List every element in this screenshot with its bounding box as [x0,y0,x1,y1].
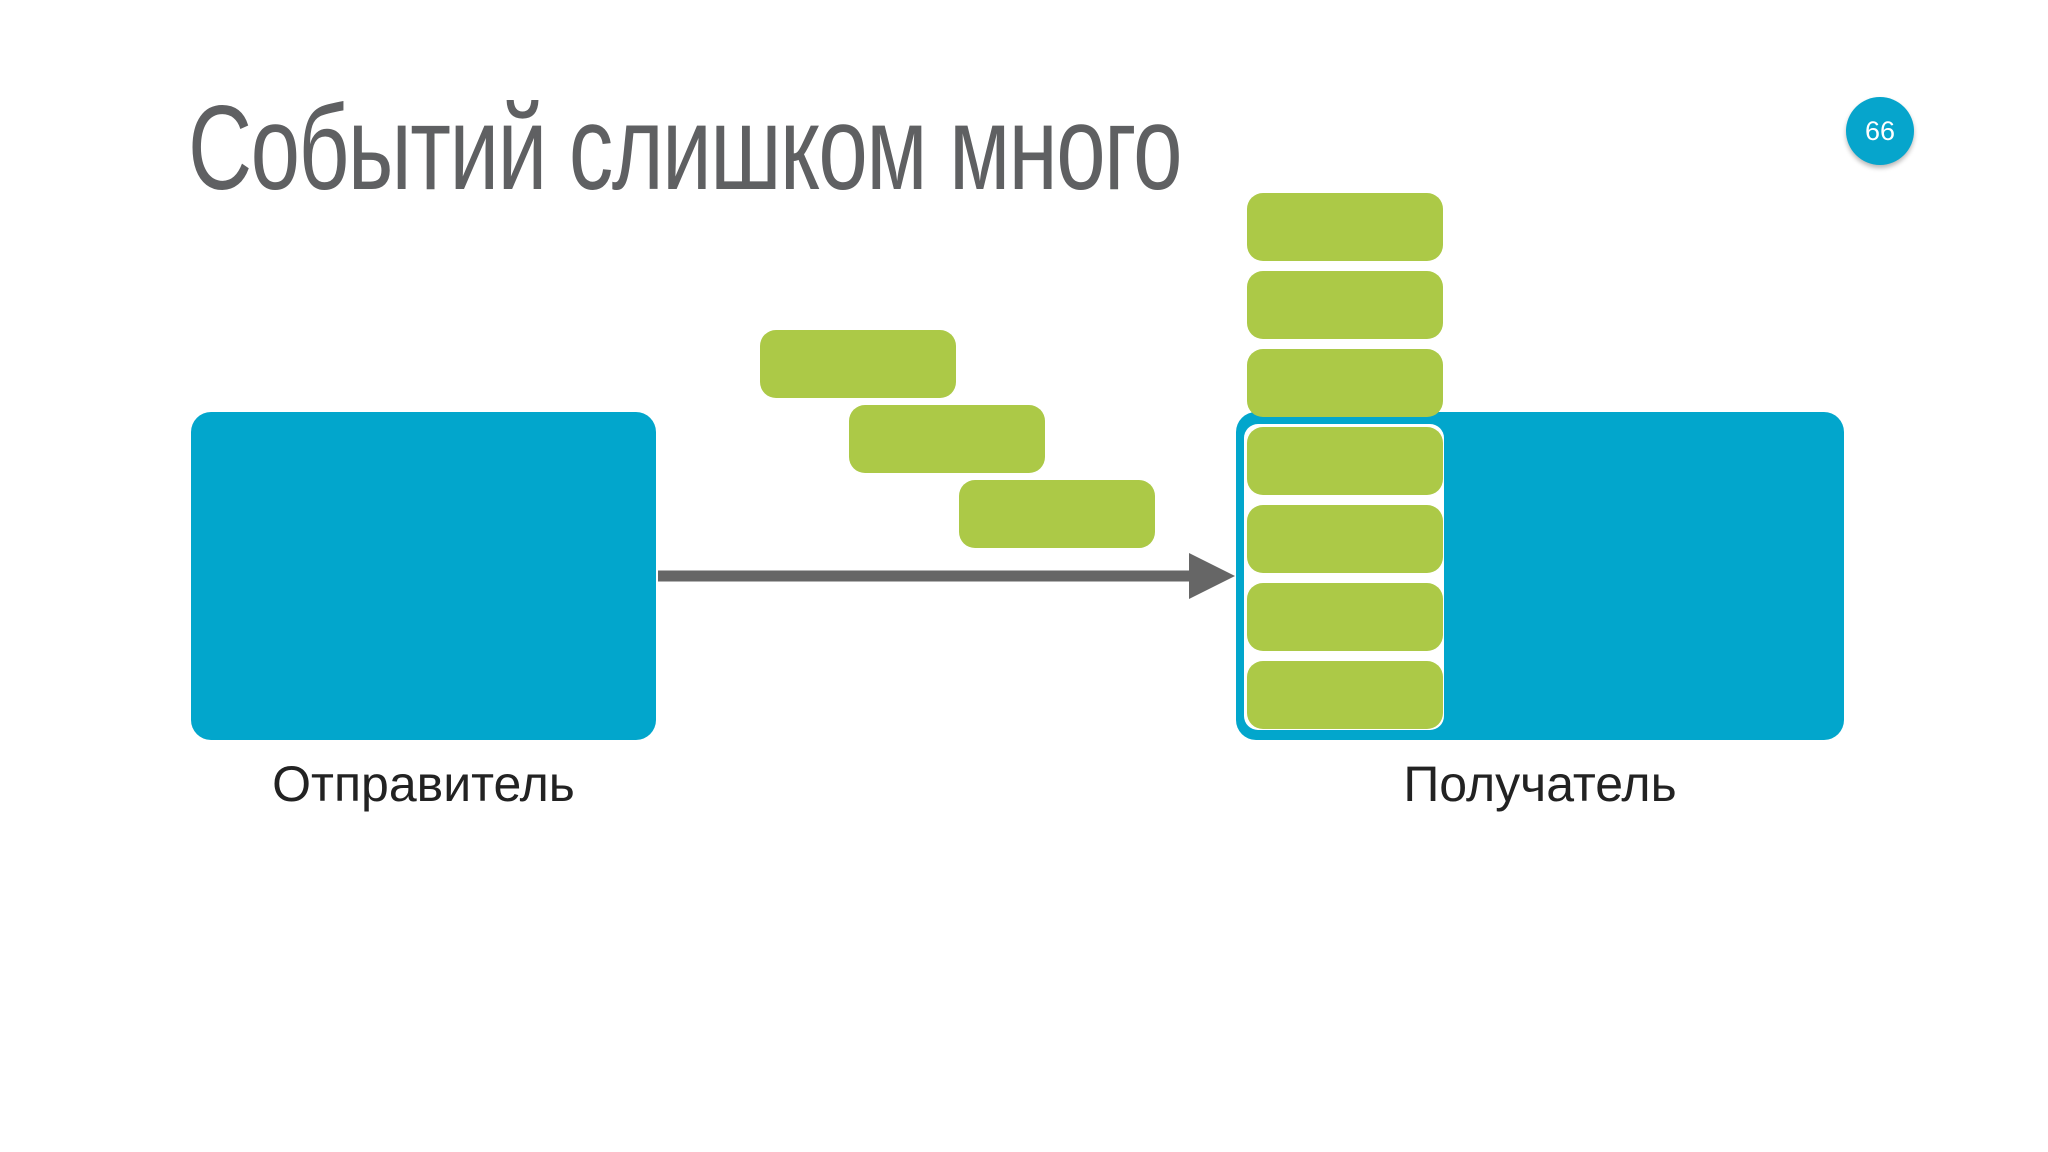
in-flight-event [959,480,1155,548]
queued-event [1247,271,1443,339]
sender-box [191,412,656,740]
sender-label: Отправитель [272,756,575,812]
queued-event [1247,505,1443,573]
queued-event [1247,583,1443,651]
queued-event [1247,427,1443,495]
receiver-label: Получатель [1403,756,1677,812]
queued-event [1247,193,1443,261]
arrow-head [1189,553,1235,599]
in-flight-event [760,330,956,398]
slide-title: Событий слишком много [188,81,1182,215]
in-flight-event [849,405,1045,473]
queued-event [1247,661,1443,729]
queued-event [1247,349,1443,417]
page-number-badge: 66 [1846,97,1914,165]
